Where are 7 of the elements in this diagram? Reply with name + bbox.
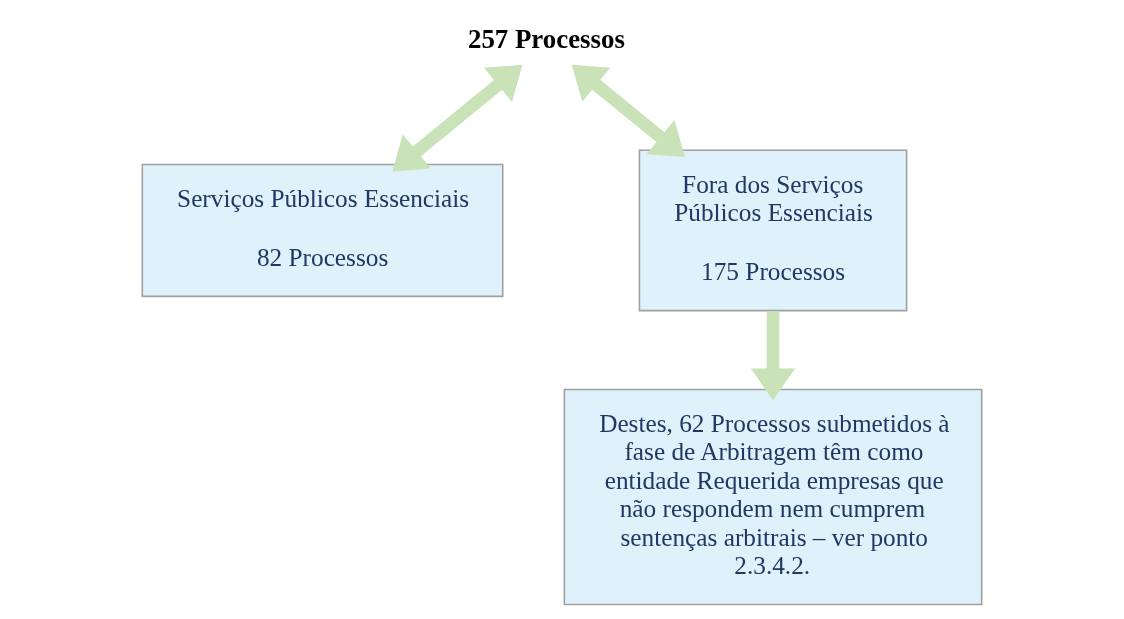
node-box: Fora dos Serviços Públicos Essenciais 175 Processos — [638, 149, 908, 312]
arrow — [571, 64, 685, 158]
node-box: Destes, 62 Processos submetidos à fase de Arbitragem têm como entidade Requerida empresas que não respondem nem cumprem sentenças arbitrais – ver ponto 2.3.4.2. — [563, 388, 983, 606]
node-text: 257 Processos — [467, 23, 625, 54]
node-box: Serviços Públicos Essenciais 82 Processos — [141, 163, 504, 298]
arrow — [392, 64, 523, 172]
arrow — [750, 311, 796, 401]
